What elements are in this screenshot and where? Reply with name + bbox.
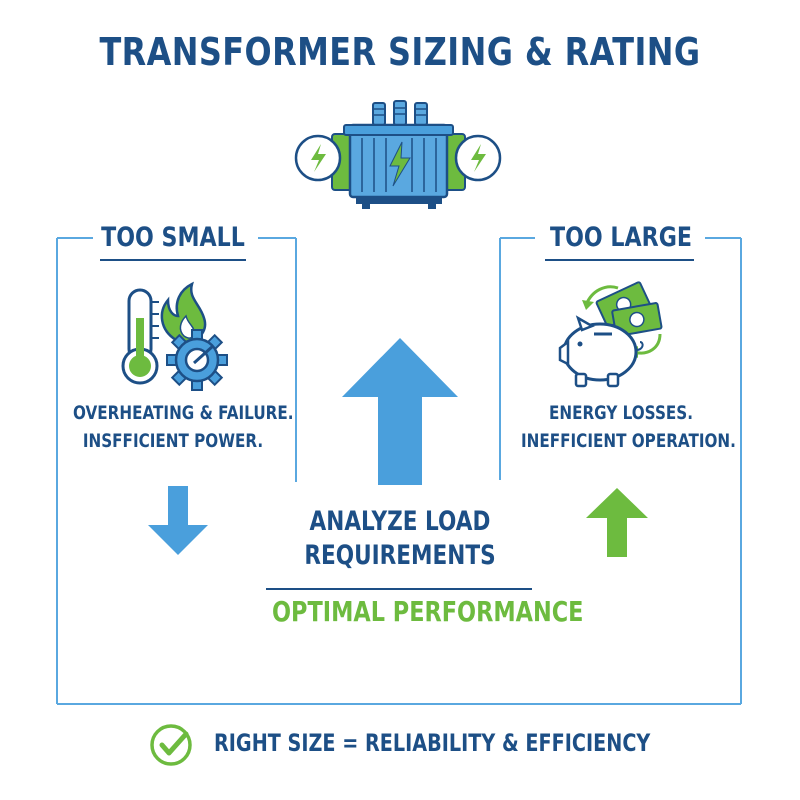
footer-summary: RIGHT SIZE = RELIABILITY & EFFICIENCY	[214, 729, 651, 757]
center-line2: REQUIREMENTS	[304, 540, 496, 571]
money-icon	[582, 281, 663, 358]
right-panel-line1: ENERGY LOSSES.	[548, 402, 694, 424]
optimal-performance-label: OPTIMAL PERFORMANCE	[272, 595, 584, 628]
left-panel-heading: TOO SMALL	[101, 222, 245, 253]
frame-lines	[56, 237, 742, 705]
right-panel-heading: TOO LARGE	[549, 222, 693, 253]
right-panel-line2: INEFFICIENT OPERATION.	[521, 430, 736, 452]
thermometer-icon	[121, 288, 159, 385]
down-arrow-icon	[148, 486, 208, 555]
center-line1: ANALYZE LOAD	[309, 506, 491, 537]
up-arrow-icon	[586, 488, 648, 557]
left-panel-line2: INSFFICIENT POWER.	[82, 430, 264, 452]
gear-icon	[166, 329, 228, 391]
transformer-icon	[294, 100, 502, 209]
left-panel-line1: OVERHEATING & FAILURE.	[73, 402, 294, 424]
central-up-arrow-icon	[342, 338, 458, 485]
piggy-bank-icon	[558, 315, 644, 388]
check-icon	[150, 724, 192, 766]
page-title: TRANSFORMER SIZING & RATING	[99, 30, 701, 74]
